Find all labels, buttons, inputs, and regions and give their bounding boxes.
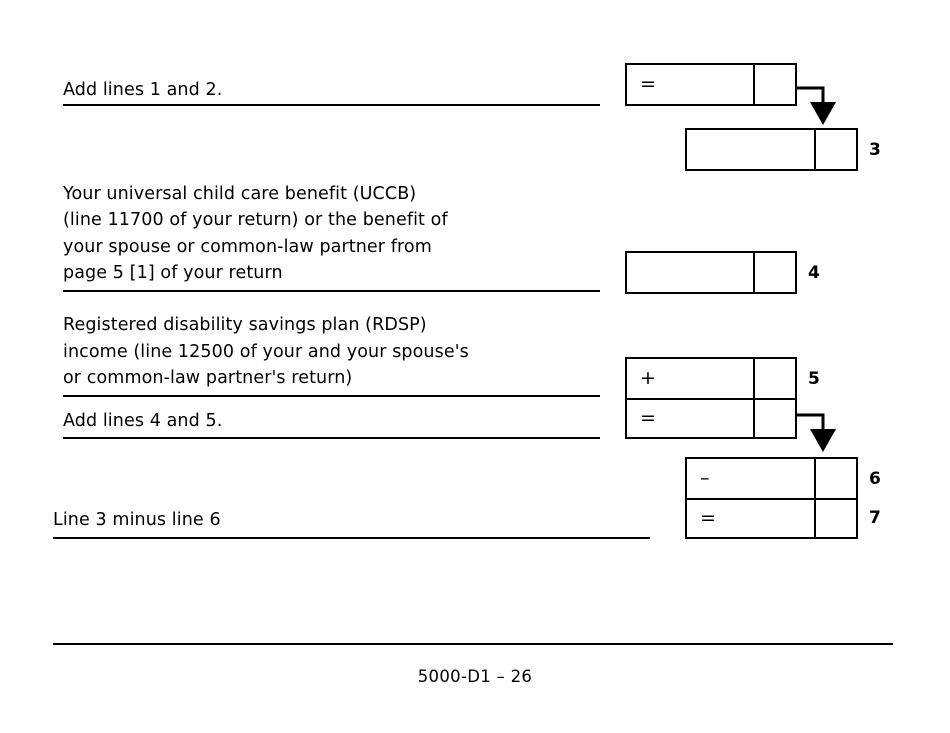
minus-operator-icon: –	[700, 467, 710, 489]
line-5-dollars-field[interactable]: +	[627, 359, 753, 398]
box-row-line-6[interactable]: –	[687, 459, 856, 498]
plus-operator-icon: +	[640, 367, 656, 389]
line-number-4: 4	[808, 263, 820, 283]
label-add-lines-1-2: Add lines 1 and 2.	[63, 80, 223, 100]
rule-rdsp	[63, 395, 600, 397]
label-rdsp-line-1: Registered disability savings plan (RDSP…	[63, 315, 427, 335]
rule-uccb	[63, 290, 600, 292]
label-uccb-line-3: your spouse or common-law partner from	[63, 237, 432, 257]
rule-add-lines-4-5	[63, 437, 600, 439]
connector-arrow-to-line-6	[797, 413, 836, 452]
box-row-line-3[interactable]	[687, 130, 856, 169]
label-uccb-line-4: page 5 [1] of your return	[63, 263, 283, 283]
box-line-4[interactable]	[625, 251, 797, 294]
equals-operator-icon: =	[640, 407, 656, 429]
label-line-3-minus-line-6: Line 3 minus line 6	[53, 510, 221, 530]
label-rdsp-line-3: or common-law partner's return)	[63, 368, 353, 388]
line-7-cents-field[interactable]	[814, 500, 856, 537]
connector-arrow-to-line-3	[797, 86, 836, 125]
sum-4-5-dollars-field[interactable]: =	[627, 400, 753, 437]
box-line-3[interactable]	[685, 128, 858, 171]
line-4-cents-field[interactable]	[753, 253, 795, 292]
box-row-sum-4-5[interactable]: =	[627, 398, 795, 437]
footer-divider	[53, 643, 893, 645]
label-rdsp-line-2: income (line 12500 of your and your spou…	[63, 342, 469, 362]
line-number-5: 5	[808, 369, 820, 389]
equals-operator-icon: =	[640, 73, 656, 95]
form-footer-code: 5000-D1 – 26	[417, 667, 533, 686]
box-row-line-4[interactable]	[627, 253, 795, 292]
rule-add-lines-1-2	[63, 104, 600, 106]
line-3-cents-field[interactable]	[814, 130, 856, 169]
line-number-3: 3	[869, 140, 881, 160]
line-6-dollars-field[interactable]: –	[687, 459, 814, 498]
box-row-line-5[interactable]: +	[627, 359, 795, 398]
line-4-dollars-field[interactable]	[627, 253, 753, 292]
line-number-6: 6	[869, 469, 881, 489]
line-3-dollars-field[interactable]	[687, 130, 814, 169]
line-number-7: 7	[869, 508, 881, 528]
box-row-line-7[interactable]: =	[687, 498, 856, 537]
box-group-line-5-and-sum[interactable]: + =	[625, 357, 797, 439]
equals-operator-icon: =	[700, 507, 716, 529]
label-add-lines-4-5: Add lines 4 and 5.	[63, 411, 223, 431]
box-group-line-6-and-7[interactable]: – =	[685, 457, 858, 539]
label-uccb-line-1: Your universal child care benefit (UCCB)	[63, 184, 417, 204]
box-row-sum-1-2[interactable]: =	[627, 65, 795, 104]
line-5-cents-field[interactable]	[753, 359, 795, 398]
sum-4-5-cents-field[interactable]	[753, 400, 795, 437]
label-uccb-line-2: (line 11700 of your return) or the benef…	[63, 210, 448, 230]
line-7-dollars-field[interactable]: =	[687, 500, 814, 537]
box-sum-lines-1-2[interactable]: =	[625, 63, 797, 106]
sum-1-2-cents-field[interactable]	[753, 65, 795, 104]
sum-1-2-dollars-field[interactable]: =	[627, 65, 753, 104]
line-6-cents-field[interactable]	[814, 459, 856, 498]
rule-line-3-minus-line-6	[53, 537, 650, 539]
